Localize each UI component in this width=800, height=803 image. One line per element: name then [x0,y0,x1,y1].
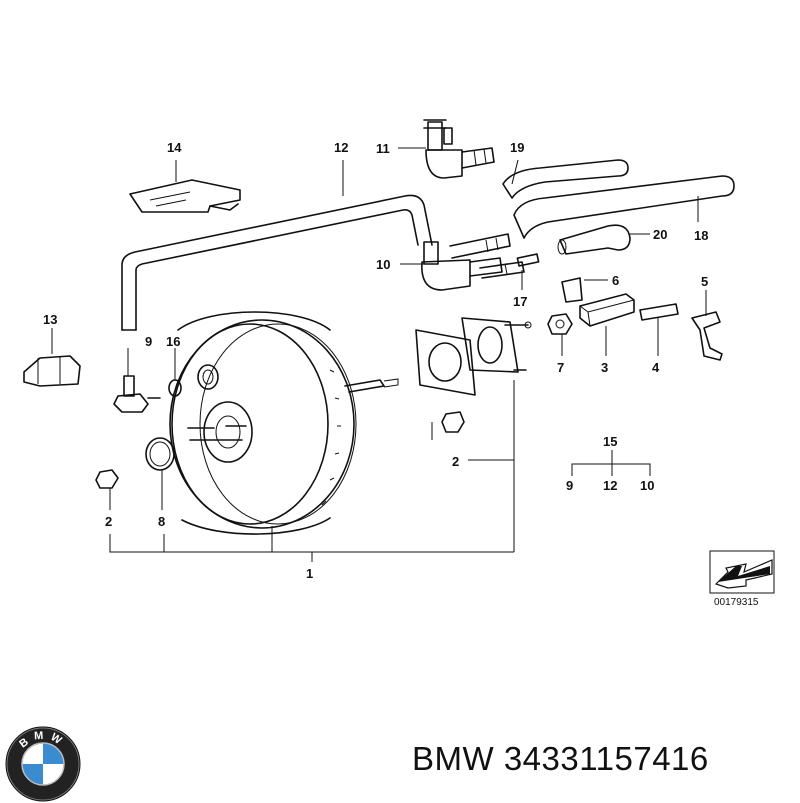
callout-2-left: 2 [105,514,112,529]
reference-box: 00179315 [709,550,775,608]
nut-2-left [95,469,119,489]
brake-booster [169,311,399,535]
lever-5 [691,311,723,361]
bracket-6 [561,277,583,303]
callout-3: 3 [601,360,608,375]
callout-9-kit: 9 [566,478,573,493]
callout-4: 4 [652,360,660,375]
callout-5: 5 [701,274,708,289]
valve-10 [421,233,525,291]
callout-2-center: 2 [452,454,459,469]
leader-lines [51,147,707,562]
callout-6: 6 [612,273,619,288]
callout-16: 16 [166,334,180,349]
reference-code: 00179315 [714,597,759,608]
callout-12-hose: 12 [334,140,348,155]
fitting-9 [113,375,161,413]
callout-15: 15 [603,434,617,449]
callout-17: 17 [513,294,527,309]
switch-3 [579,293,635,327]
callout-14: 14 [167,140,182,155]
hose-19 [502,159,629,199]
callout-19: 19 [510,140,524,155]
callout-8: 8 [158,514,165,529]
nut-7 [547,313,573,335]
callout-labels: 1 2 2 3 4 5 6 7 8 9 9 10 10 11 12 12 13 … [43,140,708,581]
mounting-flange [415,317,532,396]
direction-arrow-icon [714,559,773,589]
vacuum-hose-12 [121,194,433,331]
ring-8 [145,437,175,471]
nut-2-center [441,411,465,433]
valve-11 [423,119,495,179]
callout-13: 13 [43,312,57,327]
bracket-14 [129,179,241,213]
hose-18 [513,175,735,239]
callout-10-valve: 10 [376,257,390,272]
bolt-4 [639,303,679,321]
callout-1: 1 [306,566,313,581]
callout-9-left: 9 [145,334,152,349]
callout-11: 11 [376,141,390,156]
callout-18: 18 [694,228,708,243]
callout-7: 7 [557,360,564,375]
callout-10-kit: 10 [640,478,654,493]
part-number-caption: BMW 34331157416 [412,740,709,777]
callout-12-kit: 12 [603,478,617,493]
hose-20 [559,224,631,255]
clip-13 [23,355,81,387]
bmw-logo: BMW [5,726,81,802]
callout-20: 20 [653,227,667,242]
part-17 [516,253,540,267]
